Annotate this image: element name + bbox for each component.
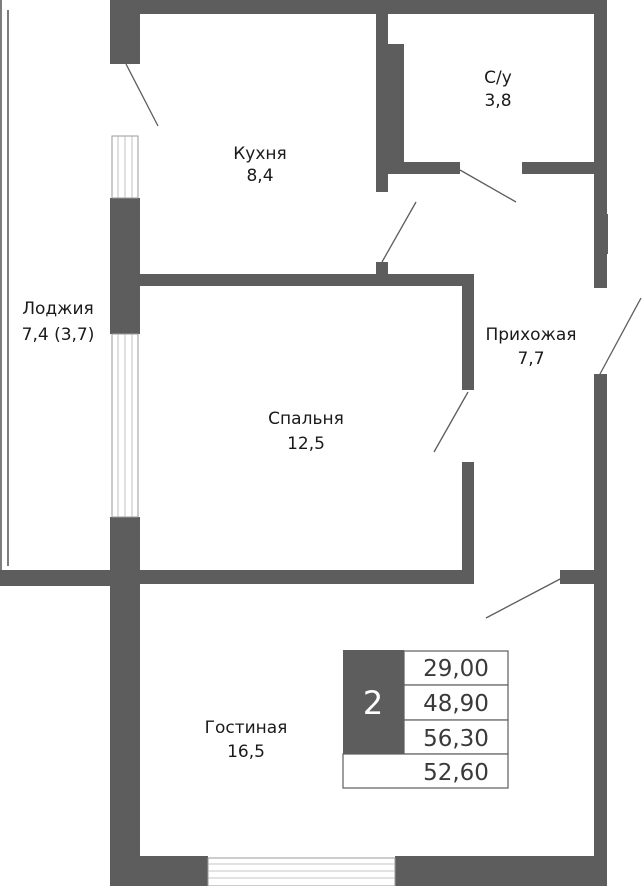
bedroom-name: Спальня (268, 409, 344, 429)
living-area: 16,5 (227, 742, 265, 762)
door-entrance (599, 297, 642, 375)
bathroom-area: 3,8 (484, 91, 511, 111)
wall-bath-bottom-left (376, 162, 460, 174)
wall-kitchen-stub (376, 262, 388, 276)
reduced-area-box (342, 753, 509, 789)
bedroom-window (111, 333, 139, 518)
wall-bedroom-living (110, 570, 474, 584)
total-area-box (403, 684, 509, 721)
hallway-area: 7,7 (517, 349, 544, 369)
wall-kitchen-left-top (110, 0, 140, 64)
wall-hall-living-stub (560, 570, 600, 584)
wall-top (110, 0, 607, 14)
door-kitchen (381, 201, 417, 263)
wall-kitchen-bath-thick (386, 44, 404, 164)
hallway-name: Прихожая (485, 325, 576, 345)
wall-left-pier (110, 198, 140, 334)
loggia-name: Лоджия (22, 299, 94, 319)
wall-bedroom-right-upper (462, 274, 474, 390)
area-summary: 2 29,00 48,90 56,30 52,60 (342, 650, 509, 789)
kitchen-area: 8,4 (246, 166, 273, 186)
bathroom-name: С/у (484, 68, 512, 88)
door-loggia-kitchen (125, 63, 159, 127)
wall-loggia-bottom (0, 570, 140, 586)
loggia-area: 7,4 (3,7) (22, 325, 95, 345)
wall-kitchen-bedroom (110, 274, 472, 286)
wall-kitchen-bath-top (376, 0, 388, 192)
living-window (207, 857, 396, 886)
living-name: Гостиная (205, 718, 288, 738)
total-with-loggia-value: 56,30 (423, 726, 489, 752)
reduced-area-value: 52,60 (423, 760, 489, 786)
room-count-badge (343, 650, 404, 754)
wall-bottom-right (395, 856, 607, 886)
total-area-value: 48,90 (423, 691, 489, 717)
kitchen-window (111, 135, 139, 199)
door-living (485, 577, 563, 619)
wall-right-mark (600, 214, 608, 254)
door-bathroom (459, 169, 517, 203)
room-count: 2 (363, 684, 383, 722)
door-bedroom (433, 391, 469, 453)
total-with-loggia-box (403, 719, 509, 755)
bedroom-area: 12,5 (287, 434, 325, 454)
living-area-value: 29,00 (423, 656, 489, 682)
kitchen-name: Кухня (233, 144, 287, 164)
wall-bath-bottom-right (522, 162, 602, 174)
wall-right-lower (594, 374, 607, 886)
wall-bedroom-right-lower (462, 462, 474, 582)
